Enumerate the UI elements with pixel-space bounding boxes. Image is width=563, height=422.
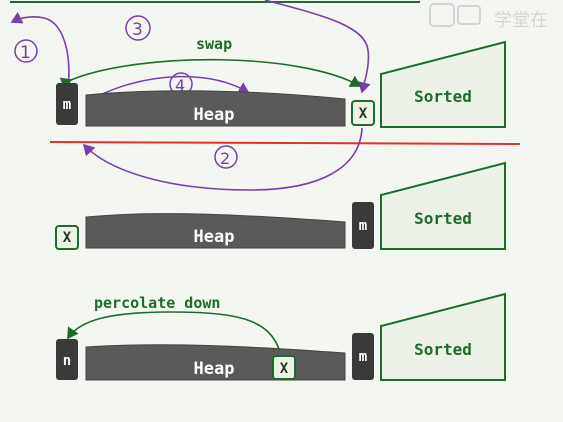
row2-x-label: X	[63, 230, 72, 246]
row2-heap-label: Heap	[194, 227, 235, 247]
row1-m-box	[56, 83, 78, 125]
row2-heap	[85, 213, 346, 249]
row1-x-label: X	[359, 106, 368, 122]
step-2-label: 2	[220, 149, 230, 168]
step-3-arrow	[264, 0, 371, 94]
row2-m-label: m	[359, 218, 367, 234]
step-4-label: 4	[175, 76, 185, 95]
step-3-label: 3	[132, 20, 143, 40]
percolate-arrow	[67, 311, 289, 364]
step-1-circle	[14, 39, 38, 63]
row3-n-box	[56, 339, 78, 380]
row3-n-label: n	[63, 353, 71, 369]
row1-x-box	[351, 100, 375, 126]
row1-heap	[85, 90, 346, 127]
watermark-logo: 学堂在	[429, 3, 548, 31]
row2-sorted-label: Sorted	[414, 209, 472, 228]
watermark-text: 学堂在	[494, 10, 548, 31]
row3-x-box	[272, 355, 296, 380]
row3-m-label: m	[359, 349, 367, 365]
row1-sorted-label: Sorted	[414, 87, 472, 106]
row3-x-label: X	[280, 361, 289, 377]
row3-heap-label: Heap	[194, 359, 235, 379]
red-divider	[49, 141, 521, 145]
step-2-arrow	[82, 127, 363, 191]
row1-sorted	[380, 40, 506, 128]
row1-m-label: m	[63, 97, 71, 113]
step-2-circle	[214, 145, 238, 169]
swap-arrow	[59, 58, 362, 90]
row2-m-box	[352, 202, 374, 249]
step-3-circle	[125, 15, 151, 41]
swap-label: swap	[196, 35, 232, 53]
row3-m-box	[352, 333, 374, 380]
percolate-label: percolate down	[94, 294, 220, 312]
row3-sorted-label: Sorted	[414, 340, 472, 359]
step-1-arrow	[10, 11, 70, 91]
row2-x-box	[55, 225, 79, 250]
row1-heap-label: Heap	[194, 105, 235, 125]
row3-sorted	[380, 292, 506, 381]
step-4-arrow	[99, 75, 250, 96]
row2-sorted	[380, 161, 506, 250]
step-1-label: 1	[20, 43, 31, 63]
